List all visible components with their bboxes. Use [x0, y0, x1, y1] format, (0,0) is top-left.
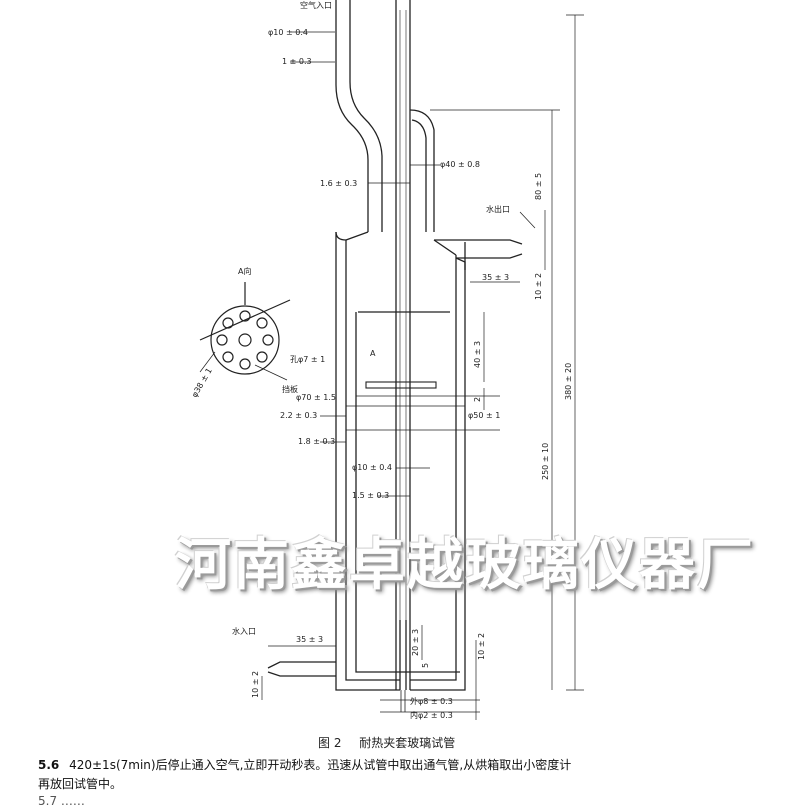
dim-80: 80 ± 5 [534, 173, 543, 200]
section-a-mark: A [370, 349, 376, 358]
dim-40: 40 ± 3 [473, 341, 482, 368]
a-view-label: A向 [238, 266, 251, 276]
dim-d10-top: φ10 ± 0.4 [268, 28, 308, 37]
paragraph-text-1: 420±1s(7min)后停止通入空气,立即开动秒表。迅速从试管中取出通气管,从… [69, 758, 572, 772]
dim-250: 250 ± 10 [541, 443, 550, 480]
dim-380: 380 ± 20 [564, 363, 573, 400]
dim-d50: φ50 ± 1 [468, 411, 500, 420]
a-view-detail [199, 282, 291, 375]
paragraph-line-3: 5.7 …… [38, 794, 85, 808]
dim-d70: φ70 ± 1.5 [296, 393, 336, 402]
figure-number: 图 2 [318, 736, 342, 750]
dim-35-top: 35 ± 3 [482, 273, 509, 282]
dim-d38: φ38 ± 1 [190, 366, 214, 399]
dim-outer-d8: 外φ8 ± 0.3 [410, 696, 453, 706]
dim-t15: 1.5 ± 0.3 [352, 491, 389, 500]
paragraph-text-2: 再放回试管中。 [38, 777, 123, 791]
paragraph-line-2: 再放回试管中。 [38, 775, 122, 792]
air-inlet-label: 空气入口 [300, 0, 332, 10]
dim-t1: 1 ± 0.3 [282, 57, 312, 66]
dim-t22: 2.2 ± 0.3 [280, 411, 317, 420]
dim-inner-d2: 内φ2 ± 0.3 [410, 710, 453, 720]
dimension-lines [199, 14, 584, 720]
dim-5: 5 [421, 663, 430, 668]
dim-t18: 1.8 ± 0.3 [298, 437, 335, 446]
watermark-text: 河南鑫卓越玻璃仪器厂 [175, 533, 755, 598]
dim-35-bottom: 35 ± 3 [296, 635, 323, 644]
hole-label: 孔φ7 ± 1 [290, 355, 325, 364]
dim-d10-mid: φ10 ± 0.4 [352, 463, 392, 472]
section-number: 5.6 [38, 758, 60, 772]
dim-20: 20 ± 3 [411, 629, 420, 656]
paragraph-line-1: 5.6 420±1s(7min)后停止通入空气,立即开动秒表。迅速从试管中取出通… [38, 756, 571, 773]
baffle-label: 挡板 [282, 384, 298, 394]
paragraph-text-3: 5.7 …… [38, 794, 85, 808]
figure-caption: 图 2 耐热夹套玻璃试管 [318, 734, 469, 751]
dim-2: 2 [473, 397, 482, 402]
test-tube-outline [267, 0, 523, 712]
figure-title: 耐热夹套玻璃试管 [359, 736, 456, 750]
dim-10-low: 10 ± 2 [477, 633, 486, 660]
dim-10-right: 10 ± 2 [534, 273, 543, 300]
water-inlet-label: 水入口 [232, 626, 256, 636]
dim-d40: φ40 ± 0.8 [440, 160, 480, 169]
water-outlet-label: 水出口 [486, 204, 510, 214]
dim-t16: 1.6 ± 0.3 [320, 179, 357, 188]
dim-10-left: 10 ± 2 [251, 671, 260, 698]
